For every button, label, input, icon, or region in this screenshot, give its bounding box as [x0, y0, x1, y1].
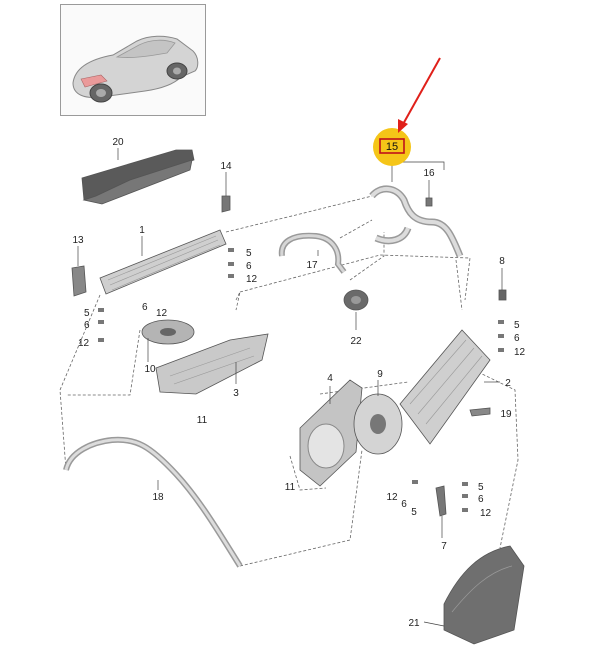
- part-label: 11: [285, 482, 296, 493]
- fastener-cluster-left-top: [228, 248, 234, 278]
- part-label: 12: [78, 338, 90, 349]
- part-label: 5: [246, 248, 252, 259]
- part-label: 2: [505, 378, 511, 389]
- part-label: 5: [478, 482, 484, 493]
- part-label: 14: [220, 161, 232, 172]
- part-label: 5: [84, 308, 90, 319]
- part-label: 12: [480, 508, 492, 519]
- part-20-air-duct: [81, 148, 195, 205]
- part-label: 6: [246, 261, 252, 272]
- part-17-hose: [278, 232, 347, 274]
- fastener-cluster-bottom: [412, 480, 468, 512]
- part-label: 12: [246, 274, 258, 285]
- part-label: 4: [327, 373, 333, 384]
- part-labels: 20 14 16 1 13 5 6 12 17 8 6 12 5 6 12 22…: [72, 137, 525, 629]
- car-overview-thumbnail: [60, 4, 206, 116]
- part-label: 10: [144, 364, 156, 375]
- coolant-connection-lines: [59, 195, 519, 567]
- part-label: 11: [197, 415, 208, 426]
- part-label: 8: [499, 256, 505, 267]
- part-16-clip: [425, 180, 433, 207]
- part-8-screw: [498, 268, 507, 301]
- red-arrow-icon: [398, 57, 441, 133]
- part-label: 12: [386, 492, 398, 503]
- part-label: 19: [500, 409, 512, 420]
- part-7-bracket: [435, 485, 447, 538]
- part-label: 17: [306, 260, 318, 271]
- part-label-15: 15: [386, 141, 398, 153]
- part-label: 22: [350, 336, 362, 347]
- part-label: 3: [233, 388, 239, 399]
- part-label: 7: [441, 541, 447, 552]
- part-1-radiator: [99, 229, 227, 295]
- part-label: 6: [401, 499, 407, 510]
- part-label: 9: [377, 369, 383, 380]
- part-3-fan-shroud: [155, 333, 269, 395]
- fastener-cluster-left: [98, 308, 104, 342]
- part-15-hose-assembly: [369, 156, 464, 258]
- part-label: 5: [411, 507, 417, 518]
- part-13-bracket: [71, 246, 87, 297]
- part-label: 5: [514, 320, 520, 331]
- fastener-cluster-right: [498, 320, 504, 352]
- part-label: 21: [408, 618, 420, 629]
- part-label: 13: [72, 235, 84, 246]
- part-label: 6: [142, 302, 148, 313]
- part-9-fan: [353, 380, 403, 455]
- part-label: 12: [514, 347, 526, 358]
- highlight-marker: 15: [373, 128, 411, 166]
- part-label: 16: [423, 168, 435, 179]
- part-label: 6: [84, 320, 90, 331]
- part-label: 6: [514, 333, 520, 344]
- part-4-fan-housing: [299, 379, 363, 487]
- part-22-valve: [343, 289, 369, 330]
- sports-car-icon: [72, 35, 199, 103]
- part-10-fan: [141, 319, 195, 362]
- part-18-coolant-pipe: [63, 436, 243, 568]
- part-19-clip: [469, 407, 491, 417]
- part-label: 1: [139, 225, 145, 236]
- part-label: 20: [112, 137, 124, 148]
- part-label: 18: [152, 492, 164, 503]
- part-14-sensor: [221, 172, 231, 213]
- part-label: 6: [478, 494, 484, 505]
- part-21-air-duct: [423, 545, 525, 645]
- part-label: 12: [156, 308, 168, 319]
- part-2-radiator: [399, 329, 500, 445]
